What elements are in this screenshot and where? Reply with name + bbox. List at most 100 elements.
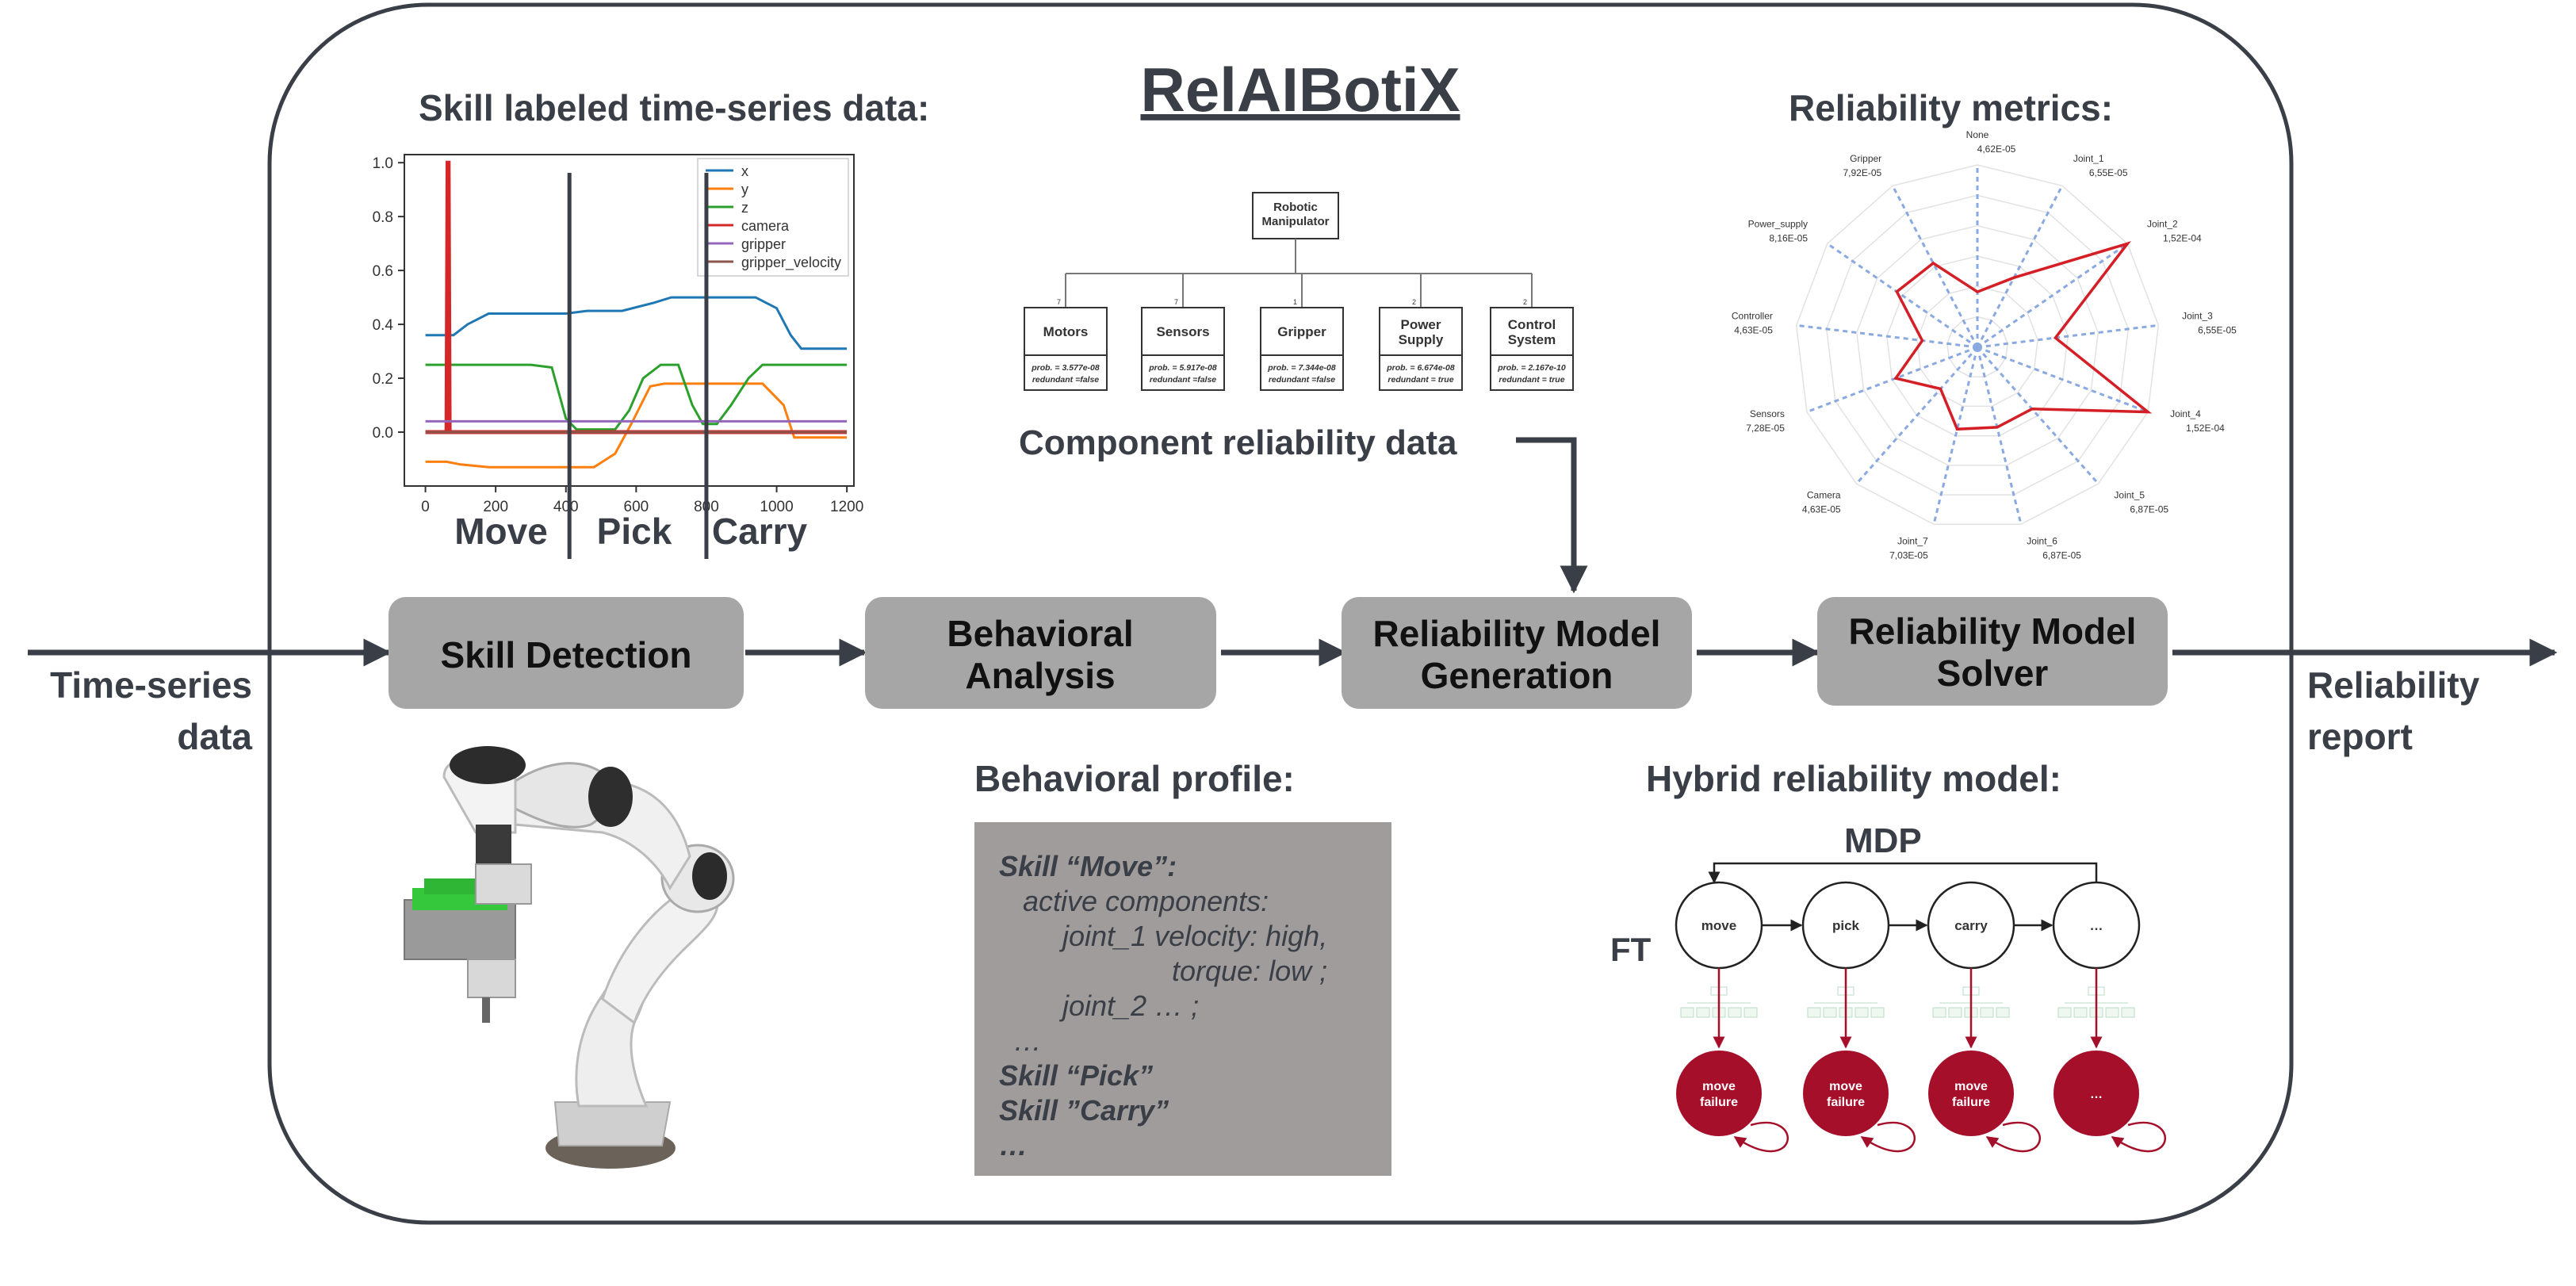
model-generation-label-2: Generation	[1421, 655, 1613, 696]
skill-label-move: Move	[454, 511, 548, 552]
radar-axis-value: 1,52E-04	[2163, 232, 2202, 243]
radar-axis-label: Joint_5	[2114, 490, 2145, 501]
failure-self-loop	[1985, 1121, 2041, 1153]
tree-child-node	[1379, 307, 1463, 356]
mdp-loop-edge	[1708, 862, 2098, 884]
x-tick-label: 0	[421, 499, 430, 515]
input-label-line-2: data	[177, 716, 252, 757]
main-flow	[28, 437, 2558, 667]
profile-line: Skill “Pick”	[999, 1059, 1153, 1092]
profile-line: joint_2 … ;	[1058, 989, 1199, 1022]
component-reliability-caption: Component reliability data	[1019, 423, 1457, 462]
tree-child-name: Gripper	[1277, 324, 1326, 339]
input-label: Time-series data	[50, 664, 252, 757]
tree-child-name: Motors	[1043, 324, 1089, 339]
radar-axis-label: Power_supply	[1748, 218, 1808, 229]
mdp-state-label: …	[2090, 918, 2103, 933]
model-generation-label-1: Reliability Model	[1373, 613, 1661, 654]
hybrid-reliability-model: movemovefailurepickmovefailurecarrymovef…	[1675, 862, 2166, 1153]
failure-self-loop	[2111, 1121, 2166, 1153]
x-tick-label: 1000	[760, 499, 793, 515]
failure-state-0	[1676, 1051, 1762, 1136]
profile-line: active components:	[1023, 885, 1269, 917]
radar-axis	[1977, 243, 2129, 349]
legend-entry: camera	[741, 218, 790, 234]
mdp-state-label: pick	[1832, 918, 1860, 933]
tree-edge-label: 2	[1523, 298, 1527, 306]
tree-child-attrs	[1260, 354, 1344, 391]
radar-axis-label: Camera	[1807, 490, 1841, 501]
failure-state-2	[1928, 1051, 2014, 1136]
behavioral-analysis-label-2: Analysis	[965, 655, 1115, 696]
x-tick-label: 1200	[830, 499, 863, 515]
mdp-state-label: carry	[1954, 918, 1988, 933]
x-tick-label: 400	[553, 499, 579, 515]
radar-axis-value: 4,63E-05	[1734, 325, 1773, 336]
tree-child-name: System	[1508, 332, 1556, 347]
legend-entry: x	[741, 163, 748, 179]
radar-series	[1893, 241, 2153, 431]
tree-child-redundant: redundant =false	[1150, 375, 1216, 385]
profile-line: Skill “Move”:	[999, 850, 1177, 882]
skill-detection-label: Skill Detection	[441, 634, 692, 676]
profile-line: joint_1 velocity: high,	[1058, 920, 1327, 952]
failure-self-loop	[1860, 1121, 1916, 1153]
radar-axis	[1826, 243, 1978, 349]
radar-axis	[1806, 346, 1978, 413]
radar-axis	[1976, 346, 2023, 525]
y-tick-label: 0.8	[373, 209, 393, 226]
failure-state-label: failure	[1700, 1096, 1738, 1109]
hybrid-model-heading: Hybrid reliability model:	[1646, 758, 2061, 799]
tree-child-attrs	[1379, 354, 1463, 391]
failure-self-loop	[1733, 1121, 1789, 1153]
mini-fault-tree	[1680, 986, 1758, 1018]
legend-entry: gripper	[741, 236, 786, 252]
radar-grid-ring	[1946, 316, 2008, 377]
radar-axis	[1976, 346, 2099, 485]
model-generation-box: Reliability Model Generation	[1342, 597, 1692, 709]
reliability-radar-chart: None4,62E-05Joint_16,55E-05Joint_21,52E-…	[1732, 129, 2237, 561]
radar-axis-label: Gripper	[1850, 153, 1881, 164]
tree-edge-label: 2	[1412, 298, 1416, 306]
behavioral-profile-panel	[974, 822, 1391, 1176]
tree-child-redundant: redundant = true	[1388, 375, 1453, 385]
skill-label-pick: Pick	[597, 511, 672, 552]
radar-axis	[1796, 323, 1978, 349]
y-tick-label: 0.4	[373, 317, 394, 334]
failure-state-label: failure	[1952, 1096, 1990, 1109]
tree-child-redundant: redundant =false	[1269, 375, 1335, 385]
radar-axis	[1976, 185, 2064, 348]
y-tick-label: 0.0	[373, 425, 393, 442]
tree-child-prob: prob. = 3.577e-08	[1031, 363, 1100, 373]
radar-axis	[1977, 346, 2149, 413]
radar-axis-label: Joint_3	[2182, 311, 2213, 322]
radar-axis-label: Joint_7	[1897, 535, 1928, 546]
tree-edge-label: 1	[1293, 298, 1297, 306]
component-data-arrow	[1516, 437, 1588, 594]
tree-root-label: Manipulator	[1262, 215, 1330, 228]
y-tick-label: 1.0	[373, 155, 393, 172]
ft-label: FT	[1610, 931, 1652, 968]
radar-axis-value: 6,55E-05	[2198, 325, 2237, 336]
tree-root-node	[1252, 192, 1339, 239]
radar-axis-label: Joint_2	[2147, 218, 2178, 229]
framework-frame	[267, 2, 2294, 1225]
model-solver-label-2: Solver	[1937, 653, 2049, 694]
behavioral-analysis-box: Behavioral Analysis	[865, 597, 1216, 709]
radar-grid-ring	[1916, 285, 2038, 408]
tree-child-name: Power	[1400, 317, 1441, 332]
x-tick-label: 200	[483, 499, 508, 515]
y-tick-label: 0.6	[373, 263, 393, 280]
radar-axis	[1977, 323, 2159, 349]
behavioral-profile-heading: Behavioral profile:	[974, 758, 1295, 799]
radar-axis-value: 7,92E-05	[1843, 167, 1881, 178]
failure-state-label: move	[1702, 1080, 1736, 1093]
tree-child-name: Control	[1508, 317, 1556, 332]
radar-axis-value: 7,03E-05	[1889, 549, 1928, 561]
output-label-line-2: report	[2307, 716, 2413, 757]
series-z	[425, 363, 848, 431]
series-y	[425, 382, 848, 469]
radar-axis-value: 4,63E-05	[1802, 504, 1841, 515]
radar-axis-value: 4,62E-05	[1977, 144, 2016, 155]
